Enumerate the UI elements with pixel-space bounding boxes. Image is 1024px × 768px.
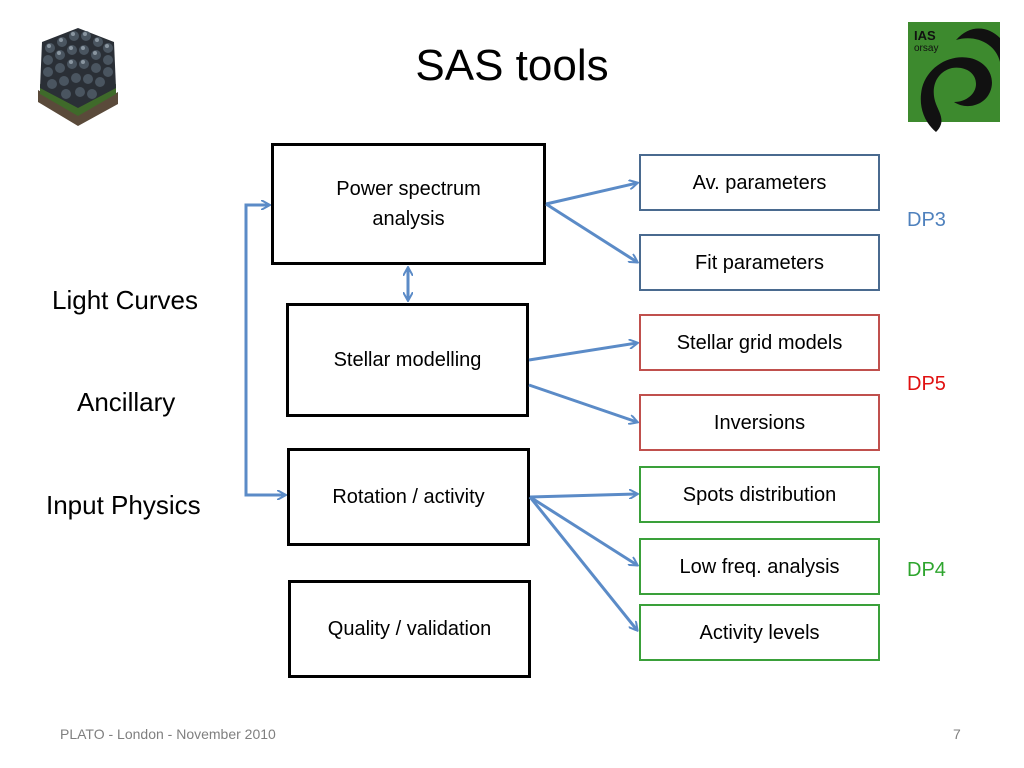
slide-title: SAS tools [415, 41, 609, 90]
activity-levels-box: Activity levels [639, 604, 880, 661]
footer-text: PLATO - London - November 2010 [60, 726, 276, 742]
svg-text:orsay: orsay [914, 43, 938, 54]
dp3-label: DP3 [907, 209, 946, 231]
rotation-activity-label: Rotation / activity [332, 486, 485, 508]
low-freq-analysis-box: Low freq. analysis [639, 538, 880, 595]
ps-to-av-arrow [545, 183, 637, 206]
power-spectrum-box: Power spectrum analysis [271, 143, 546, 265]
stellar-modelling-label: Stellar modelling [333, 349, 482, 371]
plato-satellite-logo [38, 28, 118, 126]
spots-distribution-label: Spots distribution [682, 483, 837, 506]
sm-to-grid-arrow [528, 343, 637, 362]
stellar-grid-models-box: Stellar grid models [639, 314, 880, 371]
inversions-box: Inversions [639, 394, 880, 451]
fit-parameters-box: Fit parameters [639, 234, 880, 291]
input-physics: Input Physics [46, 490, 201, 520]
dp4-label: DP4 [907, 559, 946, 581]
input-bracket-arrow [244, 203, 285, 495]
spots-distribution-box: Spots distribution [639, 466, 880, 523]
low-freq-analysis-label: Low freq. analysis [679, 555, 840, 578]
inversions-label: Inversions [713, 411, 806, 434]
quality-validation-box: Quality / validation [288, 580, 531, 678]
stellar-modelling-box: Stellar modelling [286, 303, 529, 417]
rot-to-activity-arrow [528, 496, 637, 630]
input-light-curves: Light Curves [52, 285, 198, 315]
sm-to-inversions-arrow [528, 383, 637, 422]
page-number: 7 [953, 726, 961, 742]
dp5-label: DP5 [907, 373, 946, 395]
av-parameters-label: Av. parameters [692, 171, 827, 194]
fit-parameters-label: Fit parameters [695, 251, 824, 274]
rotation-activity-box: Rotation / activity [287, 448, 530, 546]
ps-to-fit-arrow [545, 202, 637, 262]
power-spectrum-label: Power spectrum analysis [336, 178, 481, 230]
av-parameters-box: Av. parameters [639, 154, 880, 211]
stellar-grid-models-label: Stellar grid models [676, 331, 843, 354]
ias-logo-text: IAS [914, 28, 936, 43]
ias-orsay-logo: IAS orsay [908, 22, 1000, 132]
activity-levels-label: Activity levels [699, 621, 820, 644]
input-ancillary: Ancillary [77, 387, 176, 417]
rot-to-spots-arrow [529, 494, 637, 497]
rot-to-lowfreq-arrow [529, 495, 637, 565]
quality-validation-label: Quality / validation [327, 618, 492, 640]
